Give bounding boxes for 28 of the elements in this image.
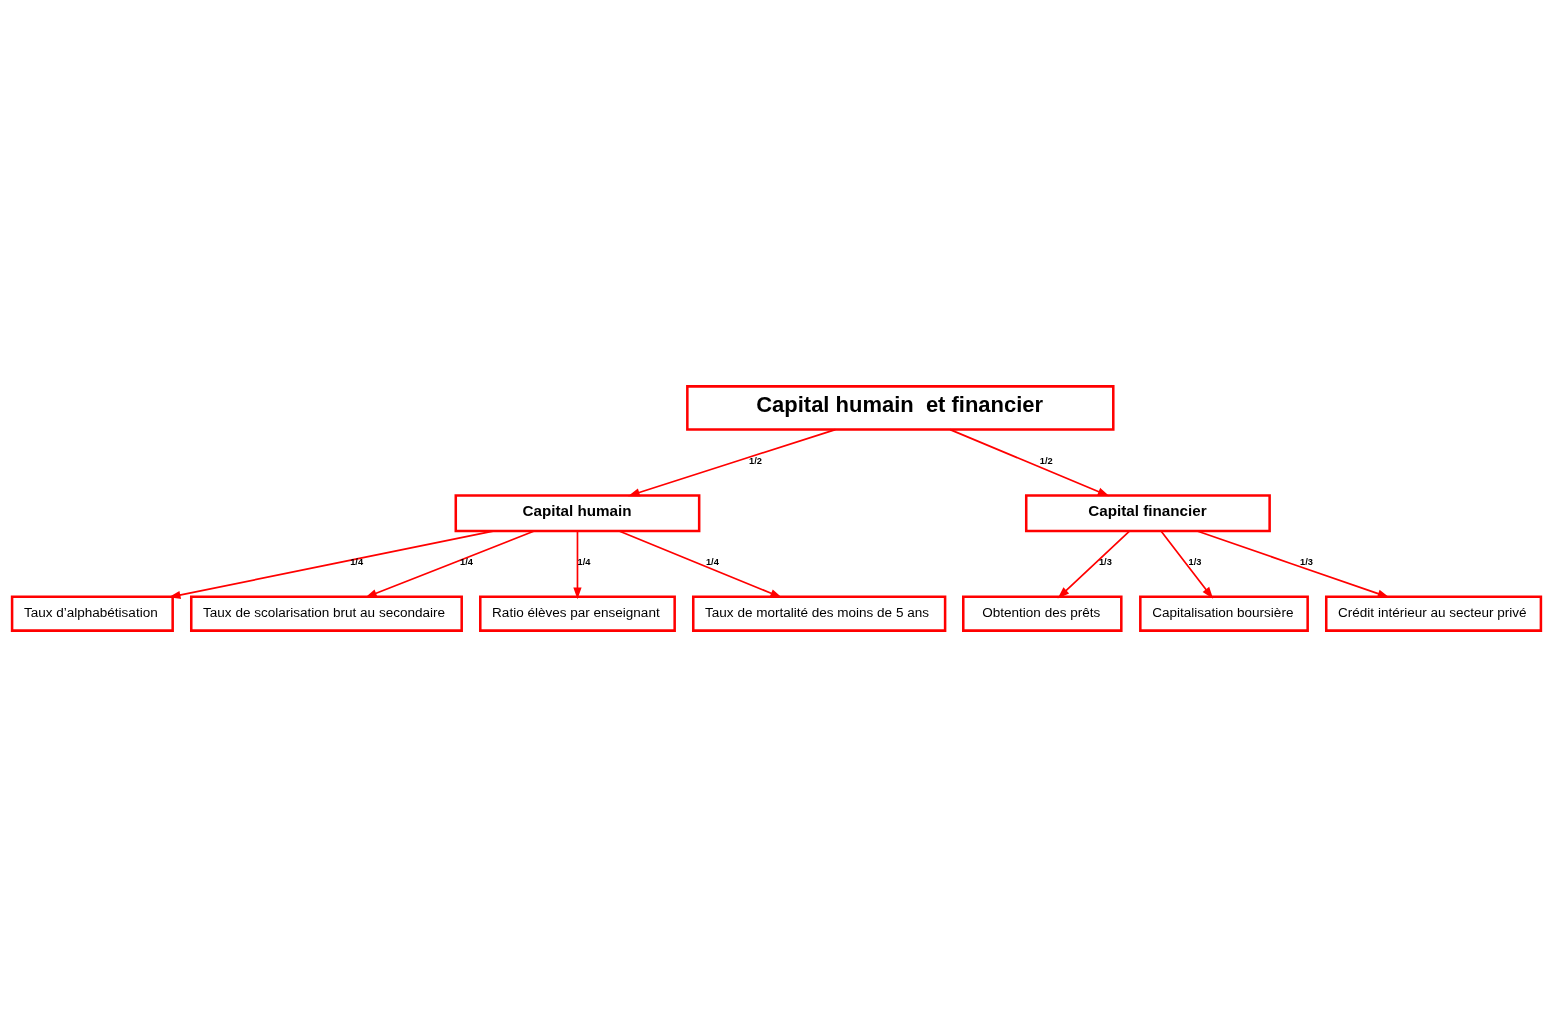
arrow	[618, 530, 783, 598]
arrow	[627, 428, 837, 497]
edge-label: 1/3	[1188, 557, 1202, 568]
node-box: Taux d’alphabétisation	[10, 595, 174, 632]
edge-label: 1/4	[577, 557, 591, 568]
arrow	[1057, 530, 1131, 599]
node-box: Capital financier	[1024, 494, 1271, 533]
node-box: Taux de scolarisation brut au secondaire	[190, 595, 463, 632]
node-box: Capitalisation boursière	[1139, 595, 1309, 632]
node-box: Capital humain	[454, 494, 701, 533]
node-box: Obtention des prêts	[962, 595, 1123, 632]
edge-label: 1/4	[460, 557, 473, 568]
node-box: Capital humain et financier	[686, 385, 1115, 431]
edge-label: 1/2	[1039, 455, 1053, 466]
arrow	[1196, 530, 1390, 598]
node-box: Ratio élèves par enseignant	[479, 595, 676, 632]
arrow	[949, 428, 1110, 497]
edge-label: 1/4	[705, 557, 719, 568]
arrow	[573, 530, 582, 600]
edge-label: 1/3	[1098, 557, 1112, 568]
edge-label: 1/2	[749, 455, 762, 466]
arrow	[365, 530, 536, 598]
edge-label: 1/3	[1300, 557, 1313, 568]
node-box: Taux de mortalité des moins de 5 ans	[692, 595, 947, 632]
node-box: Crédit intérieur au secteur privé	[1325, 595, 1543, 632]
edge-label: 1/4	[350, 557, 364, 568]
arrow	[168, 530, 496, 599]
arrow	[1160, 530, 1214, 599]
